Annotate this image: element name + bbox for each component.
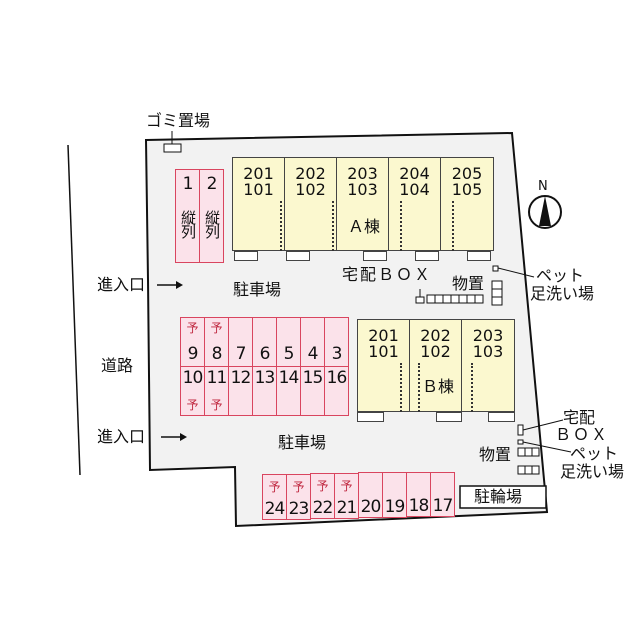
parking-space-20: 20 xyxy=(358,472,383,518)
entrance-arrow-icon xyxy=(161,433,187,441)
bicycle-parking xyxy=(459,485,547,509)
parking-space-6: 6 xyxy=(252,317,277,367)
pet-wash-a-label-1: ペット xyxy=(536,266,585,285)
parking-space-14: 14 xyxy=(276,366,301,416)
storage-a-label: 物置 xyxy=(452,274,485,293)
building-b-name: Ｂ棟 xyxy=(422,377,455,396)
pet-wash-b xyxy=(517,439,524,445)
parking-space-16: 16 xyxy=(324,366,349,416)
delivery-box-b-label-2: ＢＯＸ xyxy=(555,425,610,444)
entrance-label-bottom: 進入口 xyxy=(97,427,146,446)
garbage-station xyxy=(163,143,182,153)
north-compass-icon xyxy=(528,195,562,229)
pet-wash-b-label-2: 足洗い場 xyxy=(560,462,625,481)
storage-a xyxy=(426,280,503,306)
parking-label-top: 駐車場 xyxy=(233,280,282,299)
pet-wash-a-label-2: 足洗い場 xyxy=(530,284,595,303)
parking-label-bottom: 駐車場 xyxy=(278,433,327,452)
parking-space-3: 3 xyxy=(324,317,349,367)
storage-b xyxy=(517,447,540,475)
parking-space-2: 2 縦列 xyxy=(199,169,224,263)
parking-space-1: 1 縦列 xyxy=(175,169,200,263)
building-a-name: Ａ棟 xyxy=(348,217,381,236)
delivery-box-a xyxy=(415,296,425,304)
north-label: N xyxy=(538,179,548,194)
delivery-box-b xyxy=(517,424,524,436)
parking-space-18: 18 xyxy=(406,472,431,517)
parking-space-15: 15 xyxy=(300,366,325,416)
delivery-box-a-label: 宅配ＢＯＸ xyxy=(342,265,433,284)
entrance-arrow-icon xyxy=(157,281,183,289)
entrance-label-top: 進入口 xyxy=(97,275,146,294)
pet-wash-b-label-1: ペット xyxy=(570,444,619,463)
road-label: 道路 xyxy=(101,356,134,375)
storage-b-label: 物置 xyxy=(479,445,512,464)
parking-space-4: 4 xyxy=(300,317,325,367)
parking-space-17: 17 xyxy=(430,472,455,517)
garbage-station-label: ゴミ置場 xyxy=(146,111,211,130)
parking-space-13: 13 xyxy=(252,366,277,416)
parking-space-12: 12 xyxy=(228,366,253,416)
road-edge-line xyxy=(67,144,81,476)
parking-space-19: 19 xyxy=(382,472,407,518)
delivery-box-b-label-1: 宅配 xyxy=(563,408,596,427)
pet-wash-a xyxy=(492,265,499,272)
bicycle-parking-label: 駐輪場 xyxy=(474,487,523,506)
parking-space-5: 5 xyxy=(276,317,301,367)
parking-space-7: 7 xyxy=(228,317,253,367)
